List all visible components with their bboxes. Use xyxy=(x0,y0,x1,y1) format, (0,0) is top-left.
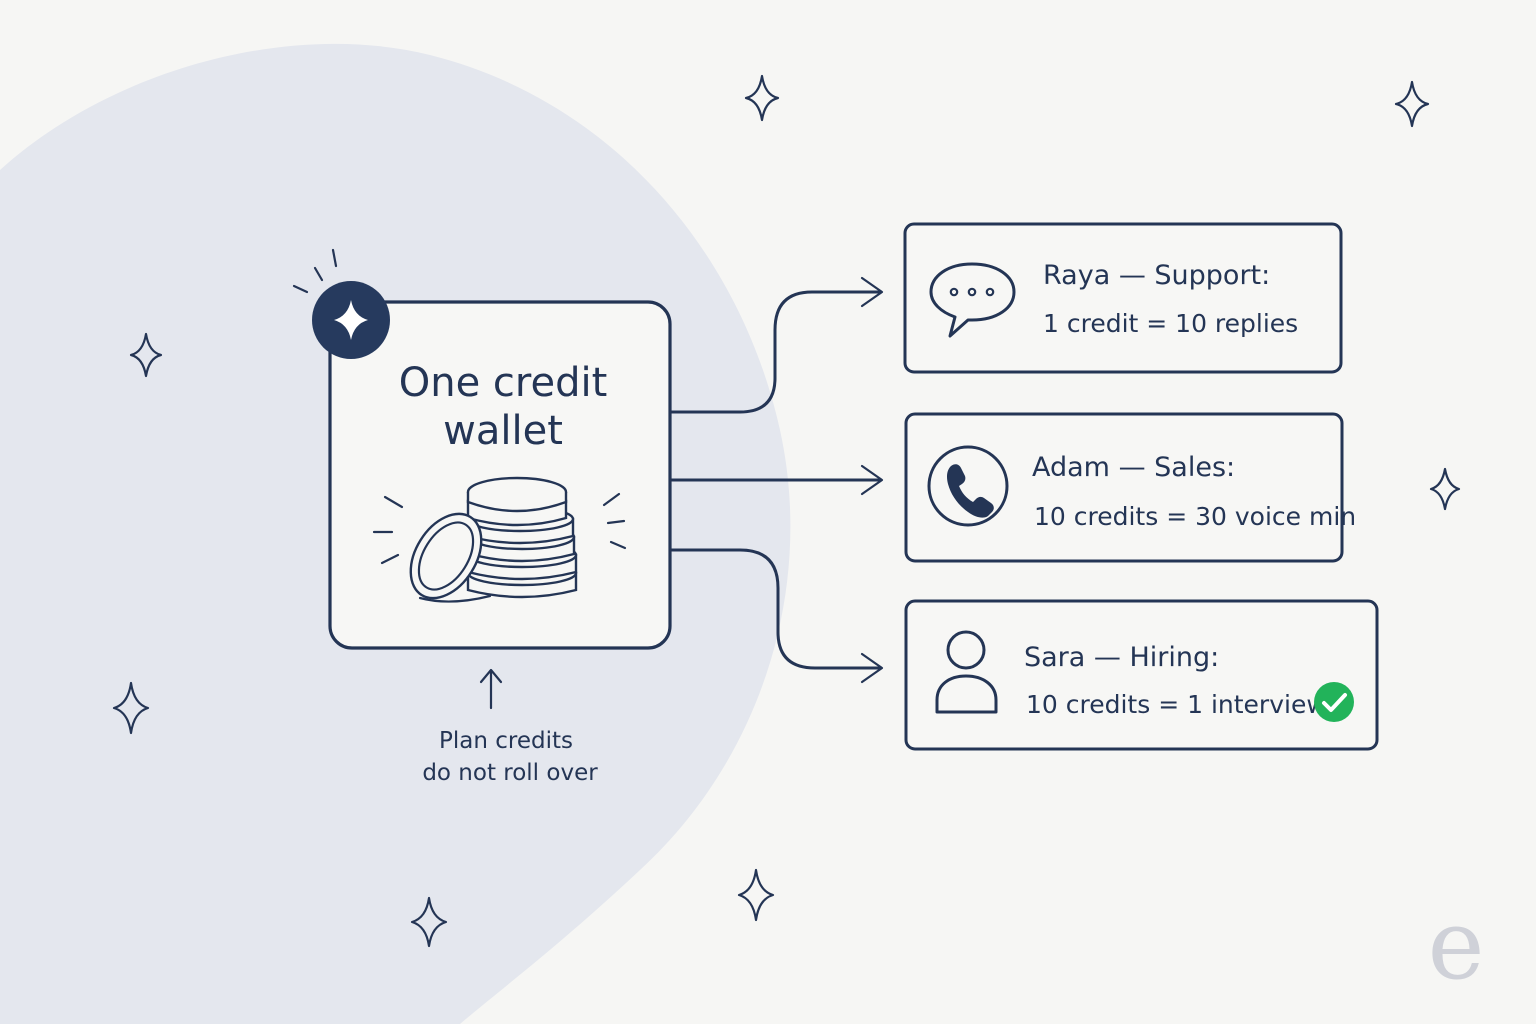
arrowhead xyxy=(860,276,884,308)
rollover-note: Plan credits do not roll over xyxy=(422,668,598,786)
sparkle-icon xyxy=(112,681,150,735)
agent-title: Raya — Support: xyxy=(1043,260,1270,291)
agent-title: Sara — Hiring: xyxy=(1024,642,1219,673)
phone-icon xyxy=(927,445,1009,527)
note-line: do not roll over xyxy=(422,760,598,786)
wallet-title: One credit xyxy=(399,360,608,406)
agent-rate: 10 credits = 30 voice min xyxy=(1034,502,1356,531)
arrowhead xyxy=(860,652,884,684)
agent-card-sara: Sara — Hiring: 10 credits = 1 interview xyxy=(904,599,1379,751)
check-circle-icon xyxy=(1314,682,1354,722)
sparkle-icon xyxy=(1394,80,1430,128)
sparkle-icon xyxy=(737,868,775,922)
up-arrow-icon xyxy=(479,668,503,710)
agent-rate: 1 credit = 10 replies xyxy=(1043,309,1298,338)
arrowhead xyxy=(860,464,884,496)
sparkle-icon xyxy=(744,74,780,122)
person-icon xyxy=(935,630,998,714)
agent-rate: 10 credits = 1 interview xyxy=(1026,690,1327,719)
coin-stack-icon xyxy=(372,476,627,603)
wallet-card: One credit wallet xyxy=(292,248,672,650)
note-line: Plan credits xyxy=(439,728,573,754)
agent-card-raya: Raya — Support: 1 credit = 10 replies xyxy=(903,222,1343,374)
connector-support xyxy=(668,290,882,414)
chat-bubble-icon xyxy=(929,262,1016,338)
sparkle-icon xyxy=(1429,467,1461,511)
wallet-title: wallet xyxy=(443,408,563,454)
sparkle-icon xyxy=(129,332,163,378)
agent-title: Adam — Sales: xyxy=(1032,452,1235,483)
sparkle-icon xyxy=(334,300,368,340)
connector-hiring xyxy=(668,548,882,670)
brand-logo: e xyxy=(1428,889,1485,1001)
sparkle-badge xyxy=(292,248,390,359)
agent-card-adam: Adam — Sales: 10 credits = 30 voice min xyxy=(904,412,1356,563)
sparkle-icon xyxy=(410,896,448,948)
